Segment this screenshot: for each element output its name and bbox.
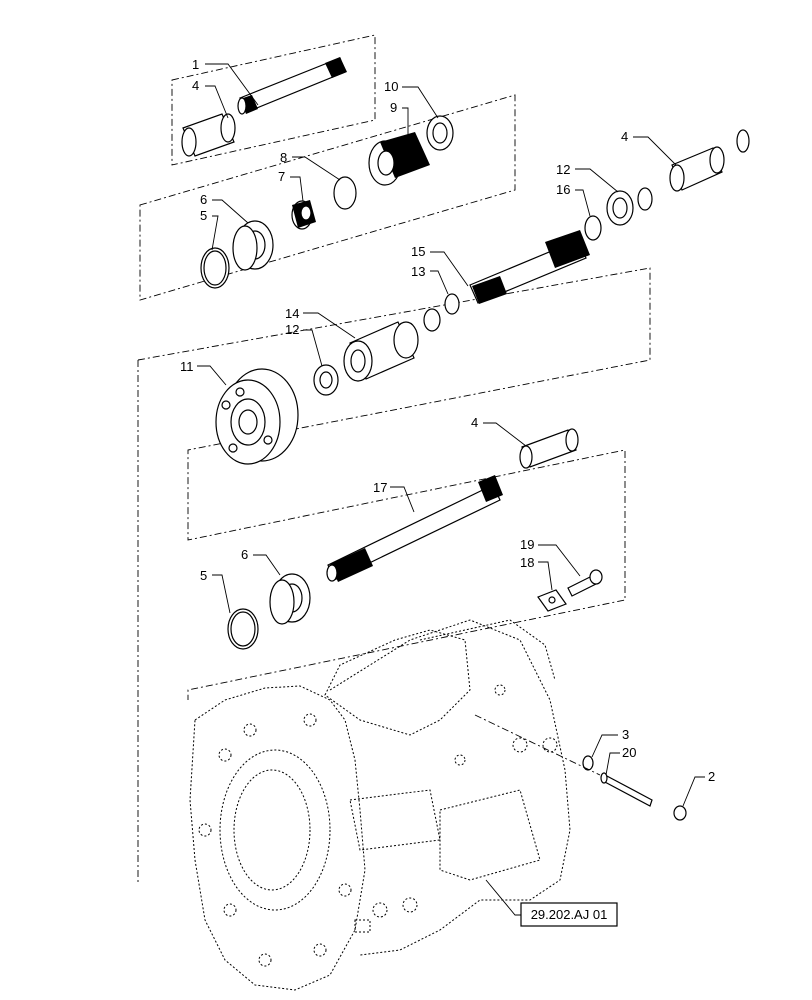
- sleeve-part-4-lower: [519, 428, 579, 469]
- bearing-part-6-upper: [232, 220, 274, 271]
- snap-rings-right: [637, 129, 750, 211]
- plate-part-18: [537, 589, 567, 612]
- callout-20: 20: [622, 745, 636, 760]
- callout-4: 4: [192, 78, 199, 93]
- shaft-part-17: [326, 475, 503, 582]
- callout-6: 6: [200, 192, 207, 207]
- snap-ring-part-13: [423, 293, 460, 332]
- bearing-part-12-upper: [606, 190, 634, 226]
- bearing-part-10: [426, 115, 454, 151]
- gear-part-9: [368, 132, 430, 186]
- transmission-housing: [189, 619, 571, 991]
- callout-4: 4: [471, 415, 478, 430]
- callout-14: 14: [285, 306, 299, 321]
- snap-ring-part-16: [584, 215, 602, 241]
- callout-6: 6: [241, 547, 248, 562]
- bolt-part-19: [567, 569, 603, 597]
- callout-16: 16: [556, 182, 570, 197]
- bearing-part-12-lower: [313, 364, 339, 396]
- callout-1: 1: [192, 57, 199, 72]
- snap-ring-part-5-lower: [227, 608, 259, 650]
- callout-10: 10: [384, 79, 398, 94]
- snap-ring-part-8: [333, 176, 357, 210]
- needle-bearing-part-7: [291, 200, 316, 230]
- reference-box[interactable]: 29.202.AJ 01: [520, 902, 618, 927]
- callout-2: 2: [708, 769, 715, 784]
- callout-5: 5: [200, 568, 207, 583]
- leader-lines: [197, 63, 705, 916]
- bearing-part-6-lower: [269, 573, 311, 625]
- carrier-part-14: [343, 321, 419, 382]
- callout-11: 11: [180, 359, 194, 374]
- callout-15: 15: [411, 244, 425, 259]
- callout-17: 17: [373, 480, 387, 495]
- callout-7: 7: [278, 169, 285, 184]
- pin-part-20: [600, 772, 653, 807]
- pin-axis-line: [474, 714, 601, 776]
- callout-12: 12: [556, 162, 570, 177]
- o-ring-part-3: [582, 755, 594, 771]
- callout-labels: 1 4 10 9 4 8 7 6 5 12 16 15 13 14 12 11 …: [180, 57, 715, 784]
- callout-3: 3: [622, 727, 629, 742]
- callout-19: 19: [520, 537, 534, 552]
- snap-ring-part-5-upper: [200, 247, 230, 289]
- callout-18: 18: [520, 555, 534, 570]
- reference-label: 29.202.AJ 01: [531, 907, 608, 922]
- callout-5: 5: [200, 208, 207, 223]
- assembly-boundaries: [137, 34, 651, 885]
- sleeve-part-4-right: [669, 146, 725, 192]
- shaft-part-15: [469, 230, 590, 304]
- input-shaft-part-1: [237, 57, 347, 115]
- clutch-assembly-part-11: [215, 368, 299, 465]
- sleeve-part-4-top: [181, 113, 236, 157]
- callout-12: 12: [285, 322, 299, 337]
- callout-9: 9: [390, 100, 397, 115]
- callout-8: 8: [280, 150, 287, 165]
- o-ring-part-2: [673, 805, 687, 821]
- callout-13: 13: [411, 264, 425, 279]
- callout-4: 4: [621, 129, 628, 144]
